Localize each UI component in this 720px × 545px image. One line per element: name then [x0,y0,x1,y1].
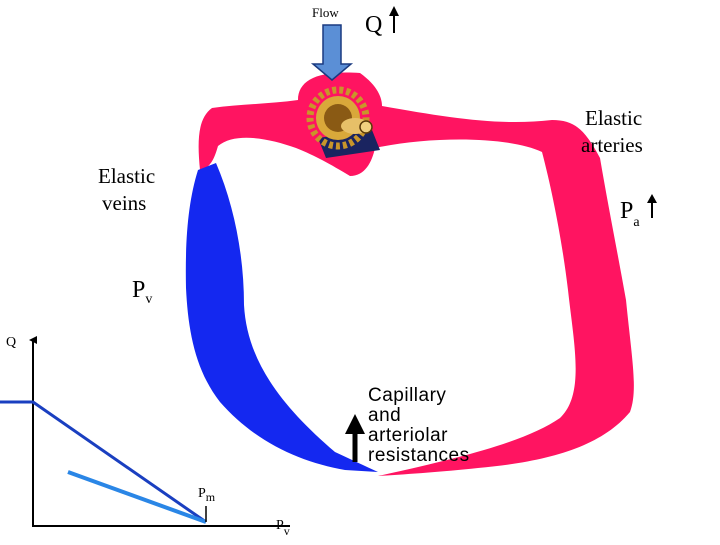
pm-label: Pm [198,486,216,504]
capillary-label: Capillary and arteriolar resistances [368,385,470,466]
venous-return-curve-2 [67,470,207,524]
up-arrow-icon [389,6,399,33]
flow-label: Flow [312,5,339,20]
pump-gear-icon [306,86,380,158]
venous-return-graph: Q Pm Pv [0,335,290,538]
graph-x-label: Pv [276,518,290,538]
pv-label: Pv [132,277,152,307]
up-arrow-icon [647,194,657,218]
elastic-arteries-label: Elastic arteries [581,106,647,157]
elastic-arteries-tube [198,72,634,476]
graph-y-label: Q [6,335,16,350]
q-top-label: Q [365,12,382,38]
elastic-veins-label: Elastic veins [98,164,160,215]
venous-return-curve [0,400,207,524]
up-arrow-icon [345,414,365,462]
down-arrow-icon [310,24,354,81]
pa-label: Pa [620,198,640,230]
elastic-veins-tube [185,163,378,472]
